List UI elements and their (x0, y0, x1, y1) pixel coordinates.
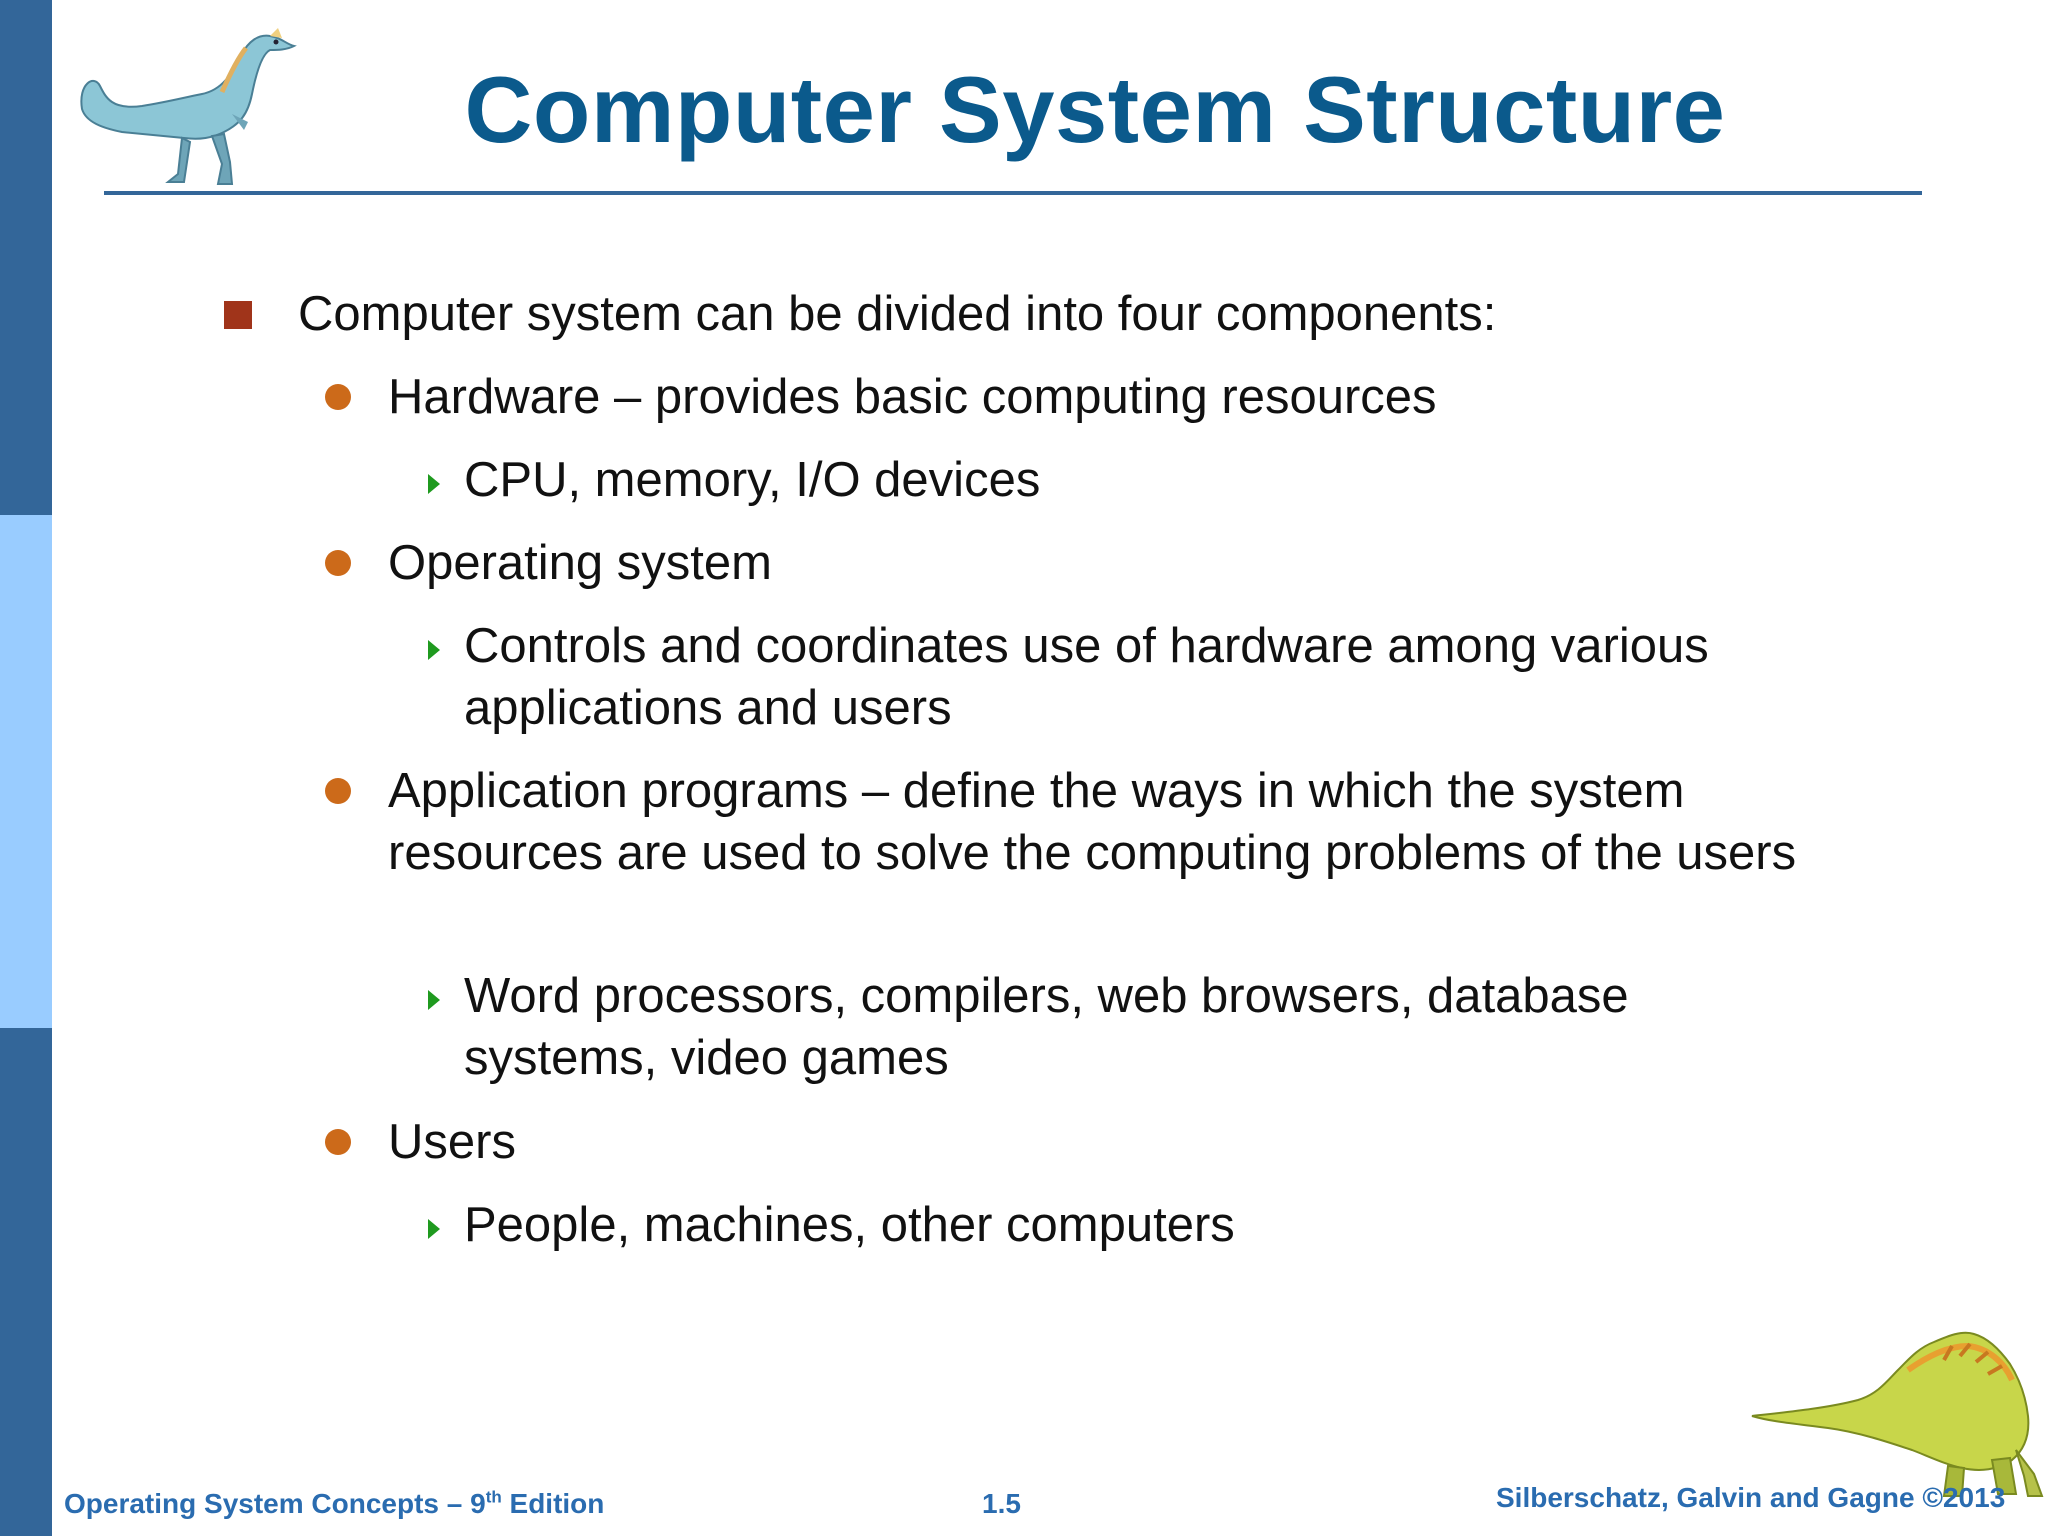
sidebar-segment-middle (0, 515, 52, 1028)
dot-bullet-icon (325, 384, 351, 410)
slide-title: Computer System Structure (464, 57, 1726, 162)
bullet-hardware: Hardware – provides basic computing reso… (388, 370, 1437, 424)
dinosaur-icon (1748, 1300, 2048, 1500)
page-number: 1.5 (982, 1488, 1021, 1519)
sidebar-segment-bottom (0, 1028, 52, 1536)
subitem-users: People, machines, other computers (464, 1198, 1235, 1252)
footer-book-title: Operating System Concepts – 9th Edition (64, 1488, 604, 1520)
triangle-bullet-icon (428, 1219, 440, 1239)
dot-bullet-icon (325, 778, 351, 804)
subitem-application-programs: Word processors, compilers, web browsers… (464, 969, 1629, 1085)
subitem-hardware: CPU, memory, I/O devices (464, 453, 1041, 507)
left-sidebar-bar (0, 0, 52, 1536)
dot-bullet-icon (325, 1129, 351, 1155)
dot-bullet-icon (325, 550, 351, 576)
title-divider (104, 191, 1922, 195)
square-bullet-icon (224, 301, 252, 329)
dinosaur-icon (72, 14, 312, 194)
bullet-operating-system: Operating system (388, 536, 772, 590)
sidebar-segment-top (0, 0, 52, 515)
bullet-level1: Computer system can be divided into four… (298, 287, 1497, 341)
footer-book-prefix: Operating System Concepts – 9 (64, 1488, 486, 1519)
triangle-bullet-icon (428, 474, 440, 494)
footer-copyright: Silberschatz, Galvin and Gagne ©2013 (1496, 1482, 2006, 1513)
subitem-operating-system: Controls and coordinates use of hardware… (464, 619, 1709, 735)
bullet-users: Users (388, 1115, 516, 1169)
footer-book-suffix: Edition (501, 1488, 605, 1519)
bullet-application-programs: Application programs – define the ways i… (388, 764, 1797, 880)
triangle-bullet-icon (428, 990, 440, 1010)
triangle-bullet-icon (428, 640, 440, 660)
footer-book-sup: th (485, 1487, 502, 1507)
